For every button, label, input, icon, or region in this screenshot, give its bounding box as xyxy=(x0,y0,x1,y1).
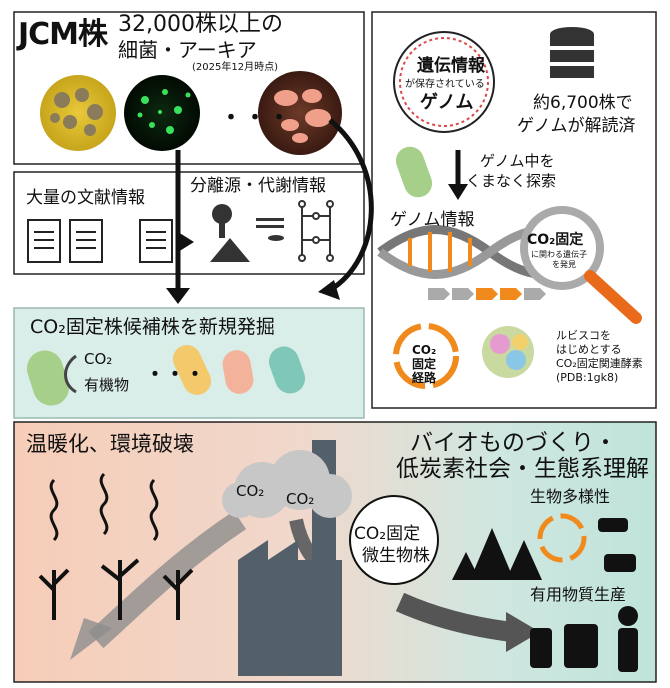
rubisco-line1: ルビスコを xyxy=(556,329,611,342)
co2-cloud xyxy=(222,450,352,518)
conversion-arrow xyxy=(64,354,77,394)
target-gene-arrows xyxy=(476,288,522,300)
jcm-title: JCM株 xyxy=(18,17,108,52)
magnifier-lens xyxy=(520,206,604,290)
genome-badge-line2: が保存されている xyxy=(405,79,485,90)
fixing-microbe-circle xyxy=(349,495,439,585)
green-colony-dish xyxy=(124,75,200,151)
yellow-colonies xyxy=(50,88,103,136)
dish-ellipsis: ・・・ xyxy=(220,106,293,131)
biodiversity-label: 生物多様性 xyxy=(530,487,611,506)
down-arrow-main-head xyxy=(166,288,190,304)
search-arrow-head xyxy=(448,184,468,200)
decoded-count-line2: ゲノムが解読済 xyxy=(517,116,636,136)
literature-label: 大量の文献情報 xyxy=(26,188,145,208)
candidate-organic: 有機物 xyxy=(84,376,130,394)
pathway-cycle xyxy=(393,323,459,389)
decline-arrow-shaft xyxy=(88,510,247,649)
gene-arrows xyxy=(428,288,474,300)
candidate-cell-green xyxy=(26,350,70,406)
strain-count-line1: 32,000株以上の xyxy=(118,12,283,37)
rubisco-protein xyxy=(482,326,534,378)
magnifier-line1: CO₂固定 xyxy=(527,232,584,248)
document-icons xyxy=(27,219,173,263)
pathway-line1: CO₂ xyxy=(412,343,437,357)
metabolism-network-icon xyxy=(298,200,334,262)
search-line2: くまなく探索 xyxy=(466,172,557,190)
benefit-arrow-head xyxy=(506,612,540,652)
candidate-ellipsis: ・・・ xyxy=(145,362,205,386)
green-colonies xyxy=(137,89,191,134)
rubisco-line4: (PDB:1gk8) xyxy=(556,371,619,384)
heat-wave-icons xyxy=(49,472,159,542)
search-line1: ゲノム中を xyxy=(480,152,555,170)
genome-cell xyxy=(395,146,433,198)
dna-base-pairs xyxy=(408,232,472,272)
genome-badge-line3: ゲノム xyxy=(420,92,474,113)
genome-ring xyxy=(399,37,489,127)
isolation-label: 分離源・代謝情報 xyxy=(190,176,326,196)
bio-title-line2: 低炭素社会・生態系理解 xyxy=(396,456,649,482)
ecosystem-cycle xyxy=(537,513,587,563)
product-icons xyxy=(530,606,638,672)
yellow-colony-dish xyxy=(40,75,116,151)
dead-tree-icons xyxy=(38,558,194,620)
document-lines xyxy=(34,231,166,249)
decline-arrow-head xyxy=(70,618,112,660)
pathway-line2: 固定 xyxy=(412,357,437,371)
genome-badge-line1: 遺伝情報 xyxy=(417,56,485,76)
strain-count-line2: 細菌・アーキア xyxy=(118,38,257,62)
gene-arrow-end xyxy=(524,288,546,300)
benefit-arrow-shaft xyxy=(395,592,514,642)
candidate-title: CO₂固定株候補株を新規発掘 xyxy=(30,316,275,338)
rubisco-line3: CO₂固定関連酵素 xyxy=(556,357,643,370)
genome-badge xyxy=(393,31,495,133)
magnifier-line2: に関わる遺伝子 xyxy=(531,250,587,259)
fixing-microbe-line2: 微生物株 xyxy=(362,546,430,566)
candidate-cell-yellow xyxy=(172,345,212,395)
candidate-cell-teal xyxy=(268,346,306,394)
magnifier-handle xyxy=(584,270,642,324)
forest-icon xyxy=(452,528,542,580)
useful-production-label: 有用物質生産 xyxy=(530,585,627,604)
magnifier-line3: を発見 xyxy=(552,260,576,269)
bio-title-line1: バイオものづくり・ xyxy=(410,430,617,456)
warming-title: 温暖化、環境破壊 xyxy=(26,432,194,456)
database-icon xyxy=(550,27,594,78)
lit-arrow-icon xyxy=(178,232,194,252)
candidate-cell-pink xyxy=(222,350,254,394)
rubisco-line2: はじめとする xyxy=(556,343,622,356)
fixing-microbe-line1: CO₂固定 xyxy=(354,524,421,544)
animal-icons xyxy=(598,518,636,572)
genome-info-label: ゲノム情報 xyxy=(390,210,475,230)
curved-arrow-right-head xyxy=(318,280,340,300)
date-note: (2025年12月時点) xyxy=(192,62,278,73)
pink-colonies xyxy=(274,89,331,143)
decoded-count-line1: 約6,700株で xyxy=(533,93,633,113)
curved-arrow-right xyxy=(328,118,374,293)
isolation-icons xyxy=(210,204,284,262)
cloud-co2-a: CO₂ xyxy=(236,482,265,500)
pathway-line3: 経路 xyxy=(412,371,437,385)
candidate-co2: CO₂ xyxy=(84,350,113,368)
cloud-co2-b: CO₂ xyxy=(286,490,315,508)
